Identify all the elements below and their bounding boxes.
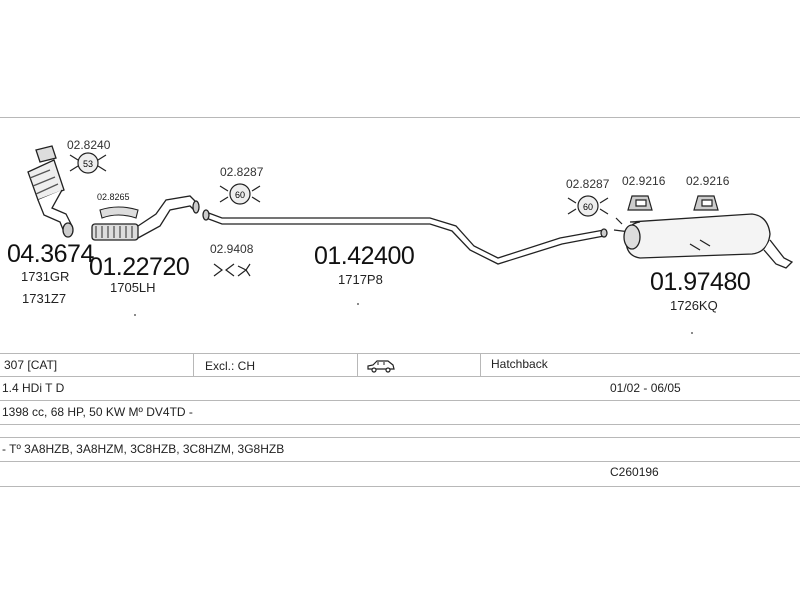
table-line [0, 353, 800, 354]
clamp-b-drawing [219, 183, 261, 205]
gasket-number: 02.8265 [97, 192, 130, 202]
table-divider [480, 353, 481, 376]
middle-pipe-ref: 1717P8 [338, 272, 383, 287]
cat-part-number: 04.3674 [7, 240, 94, 268]
table-divider [357, 353, 358, 376]
table-line [0, 424, 800, 425]
top-divider [0, 117, 800, 118]
car-icon [366, 359, 396, 378]
clamp-a-badge: 53 [83, 159, 93, 169]
rubber-mount-b-drawing [693, 195, 719, 211]
hanger-a-drawing [213, 263, 251, 277]
rubber-a-number: 02.9216 [622, 174, 666, 188]
dot-marker [134, 314, 136, 316]
front-pipe-drawing [91, 195, 200, 241]
clamp-c-badge: 60 [583, 202, 593, 212]
clamp-a-number: 02.8240 [67, 138, 111, 152]
dot-marker [691, 332, 693, 334]
middle-pipe-part-number: 01.42400 [314, 242, 415, 270]
clamp-b-badge: 60 [235, 190, 245, 200]
codes-cell: - Tº 3A8HZB, 3A8HZM, 3C8HZB, 3C8HZM, 3G8… [2, 442, 285, 456]
cat-ref-1: 1731GR [21, 269, 70, 284]
spec-cell: 1398 cc, 68 HP, 50 KW Mº DV4TD - [2, 405, 193, 419]
table-line [0, 486, 800, 487]
cat-ref-2: 1731Z7 [22, 291, 67, 306]
exhaust-diagram: 53 60 60 [27, 145, 794, 334]
rear-muffler-part-number: 01.97480 [650, 268, 751, 296]
body-cell: Hatchback [491, 357, 548, 371]
engine-cell: 1.4 HDi T D [2, 381, 65, 395]
clamp-a-drawing [69, 152, 107, 174]
table-line [0, 461, 800, 462]
clamp-c-number: 02.8287 [566, 177, 610, 191]
model-cell: 307 [CAT] [4, 358, 58, 372]
rubber-mount-a-drawing [627, 195, 653, 211]
catalytic-converter-drawing [27, 145, 74, 238]
front-pipe-part-number: 01.22720 [89, 253, 190, 281]
clamp-b-number: 02.8287 [220, 165, 264, 179]
gasket-drawing [99, 206, 139, 219]
dot-marker [357, 303, 359, 305]
excl-cell: Excl.: CH [205, 359, 256, 373]
clamp-c-drawing [567, 195, 609, 217]
table-line [0, 376, 800, 377]
rear-muffler-ref: 1726KQ [670, 298, 718, 313]
middle-pipe-drawing [202, 209, 608, 265]
years-cell: 01/02 - 06/05 [610, 381, 681, 395]
rubber-mount-link [615, 217, 623, 225]
table-divider [193, 353, 194, 376]
hanger-a-number: 02.9408 [210, 242, 254, 256]
front-pipe-ref: 1705LH [110, 280, 156, 295]
table-line [0, 437, 800, 438]
rubber-b-number: 02.9216 [686, 174, 730, 188]
code-id-cell: C260196 [610, 465, 659, 479]
table-line [0, 400, 800, 401]
rear-muffler-drawing [613, 213, 794, 269]
